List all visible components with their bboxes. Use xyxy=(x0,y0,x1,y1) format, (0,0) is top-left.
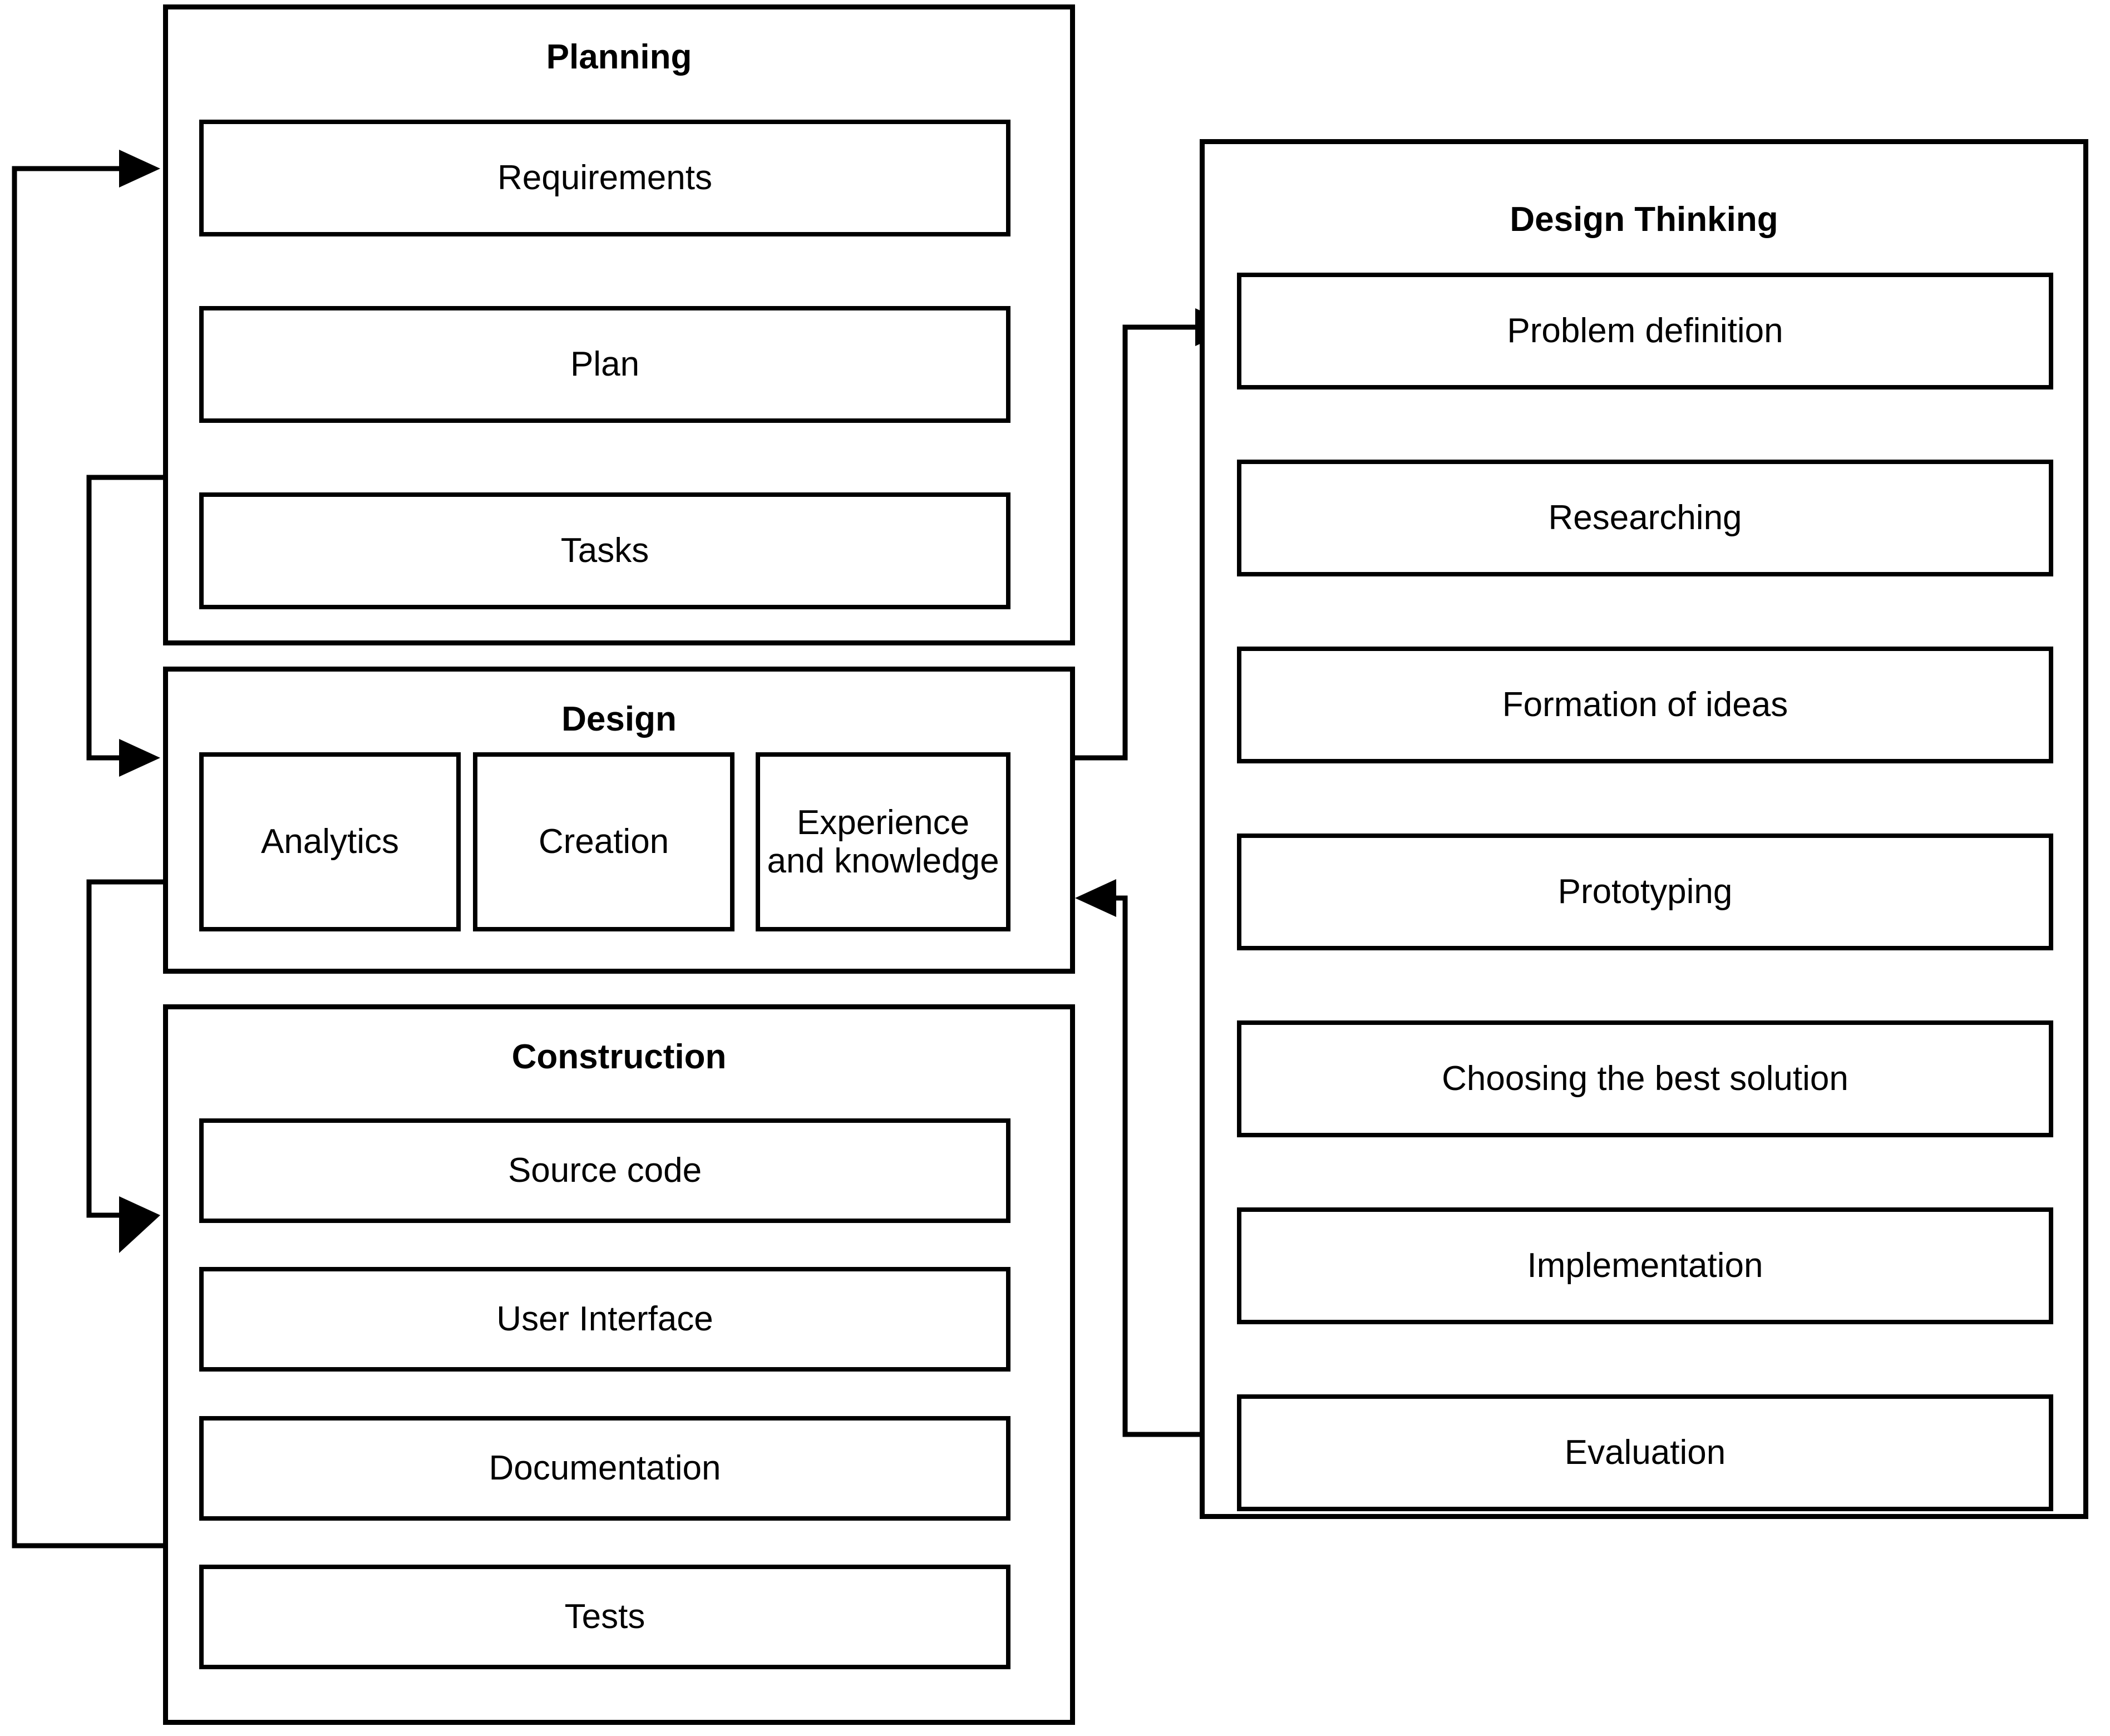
node-tasks[interactable]: Tasks xyxy=(199,492,1010,609)
feedback-loop-planning-to-design xyxy=(86,475,163,777)
feedback-loop-construction-to-planning xyxy=(12,150,163,1548)
node-formation-of-ideas[interactable]: Formation of ideas xyxy=(1237,647,2053,763)
node-choosing-the-best-solution-label: Choosing the best solution xyxy=(1442,1059,1848,1098)
node-tests-label: Tests xyxy=(564,1597,645,1636)
node-tasks-label: Tasks xyxy=(560,531,649,570)
node-researching[interactable]: Researching xyxy=(1237,460,2053,576)
node-plan-label: Plan xyxy=(570,345,640,384)
node-experience-and-knowledge[interactable]: Experience and knowledge xyxy=(756,752,1010,931)
node-source-code[interactable]: Source code xyxy=(199,1118,1010,1223)
feedback-loop-design-to-construction xyxy=(86,879,163,1253)
node-requirements-label: Requirements xyxy=(497,159,712,198)
node-formation-of-ideas-label: Formation of ideas xyxy=(1502,685,1788,724)
group-design-title: Design xyxy=(561,700,677,738)
node-prototyping[interactable]: Prototyping xyxy=(1237,834,2053,950)
node-creation-label: Creation xyxy=(538,822,669,861)
node-source-code-label: Source code xyxy=(507,1151,702,1190)
group-design-thinking-title: Design Thinking xyxy=(1510,200,1778,239)
node-documentation-label: Documentation xyxy=(489,1449,721,1488)
group-construction-title: Construction xyxy=(511,1038,727,1076)
node-tests[interactable]: Tests xyxy=(199,1565,1010,1669)
node-requirements[interactable]: Requirements xyxy=(199,120,1010,236)
node-experience-and-knowledge-label: Experience and knowledge xyxy=(767,803,999,880)
node-implementation[interactable]: Implementation xyxy=(1237,1207,2053,1324)
node-evaluation-label: Evaluation xyxy=(1564,1433,1726,1472)
node-user-interface[interactable]: User Interface xyxy=(199,1267,1010,1372)
node-researching-label: Researching xyxy=(1548,499,1742,537)
node-analytics[interactable]: Analytics xyxy=(199,752,461,931)
node-evaluation[interactable]: Evaluation xyxy=(1237,1394,2053,1511)
node-creation[interactable]: Creation xyxy=(473,752,734,931)
node-implementation-label: Implementation xyxy=(1527,1246,1763,1285)
node-analytics-label: Analytics xyxy=(260,822,400,861)
node-user-interface-label: User Interface xyxy=(496,1300,713,1339)
node-problem-definition[interactable]: Problem definition xyxy=(1237,273,2053,389)
node-choosing-the-best-solution[interactable]: Choosing the best solution xyxy=(1237,1020,2053,1137)
node-documentation[interactable]: Documentation xyxy=(199,1416,1010,1521)
node-prototyping-label: Prototyping xyxy=(1557,872,1733,911)
group-planning-title: Planning xyxy=(546,38,692,76)
node-problem-definition-label: Problem definition xyxy=(1507,312,1783,351)
node-plan[interactable]: Plan xyxy=(199,306,1010,423)
